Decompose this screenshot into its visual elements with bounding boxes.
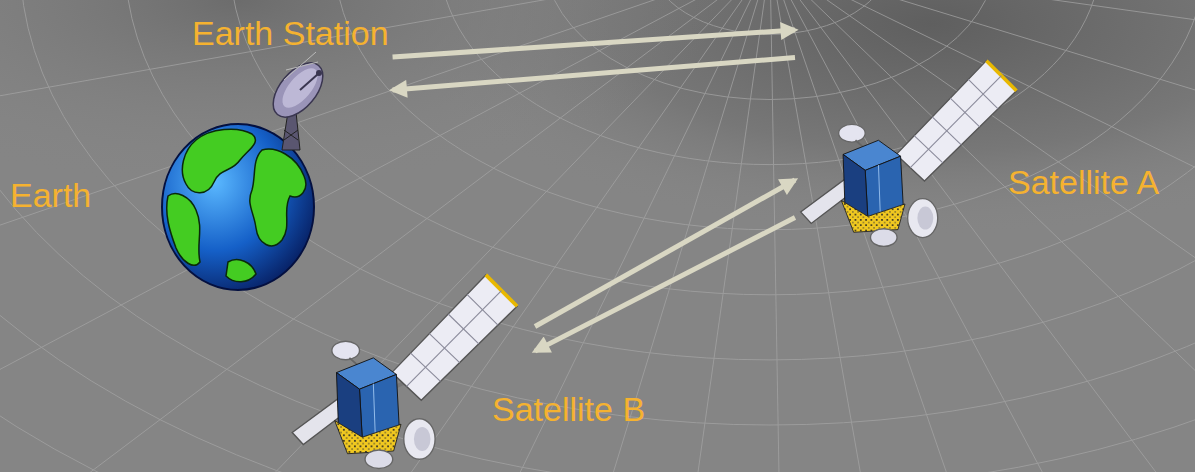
earth-station: Earth Station bbox=[190, 12, 393, 162]
dish-antenna bbox=[264, 52, 333, 150]
satellite-b-figure bbox=[292, 275, 517, 469]
node-label: Satellite A bbox=[1008, 165, 1159, 199]
satellite: Satellite B bbox=[265, 265, 535, 470]
node-label: Satellite B bbox=[492, 392, 645, 426]
signal-arrow bbox=[535, 218, 795, 352]
satellite: Satellite A bbox=[795, 25, 1190, 275]
signal-arrow bbox=[535, 180, 795, 327]
satellite-a-figure bbox=[801, 61, 1017, 247]
signal-arrow bbox=[393, 58, 795, 91]
signal-arrow bbox=[393, 30, 795, 57]
node-label: Earth Station bbox=[192, 16, 389, 50]
node-label: Earth bbox=[10, 178, 91, 212]
earth: Earth bbox=[160, 122, 316, 292]
